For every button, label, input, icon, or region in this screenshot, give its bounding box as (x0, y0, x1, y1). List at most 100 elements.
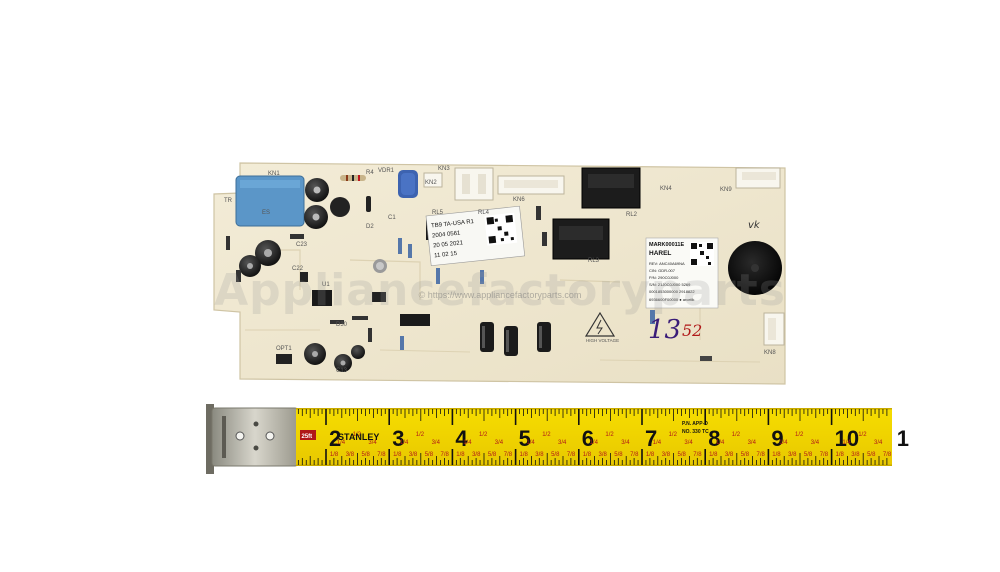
tape-sixteenth-label: 5/8 (867, 452, 876, 458)
silkscreen-labels: TR KN1 R4 VDR1 KN3 KN2 KN6 KN4 KN9 RL5 R… (224, 166, 776, 374)
silk-rl3: RL3 (588, 258, 600, 264)
tape-sixteenth-label: 1/8 (583, 452, 592, 458)
silk-kn3: KN3 (438, 166, 450, 172)
white-connectors (423, 167, 785, 346)
silk-opt1: OPT1 (276, 346, 292, 352)
label-left-line4: 11 02 15 (434, 251, 458, 259)
board-label-right: MARK00011E HAREL REV: ANC40A69NA CIN: GD… (645, 237, 719, 309)
silk-d2: D2 (366, 224, 374, 230)
varistor-vdr1 (398, 170, 418, 198)
black-capacitors-bottom (400, 314, 551, 356)
tape-sixteenth-label: 5/8 (488, 452, 497, 458)
tape-inch-number-partial: 1 (897, 426, 909, 451)
tape-fraction-label: 1/2 (479, 432, 488, 438)
tape-sixteenth-label: 3/8 (725, 452, 734, 458)
tape-inch-number: 9 (771, 426, 783, 451)
silk-rl2: RL2 (626, 212, 638, 218)
tape-sixteenth-label: 3/8 (788, 452, 797, 458)
label-left-line1: TB9 TA-USA R1 (431, 219, 475, 230)
buzzer (728, 241, 782, 295)
label-left-line3: 20 05 2021 (433, 240, 464, 249)
label-right-line6: 6936600F00000 ● arcelik (649, 297, 694, 302)
tape-sixteenth-label: 7/8 (441, 452, 450, 458)
tape-fraction-label: 1/4 (716, 440, 725, 446)
silk-c22: C22 (292, 266, 304, 272)
tape-fraction-labels: 1/4 1/2 3/4 1/8 3/8 5/8 7/8 1/4 1/2 3/4 1/8 3/8 5/8 7… (330, 432, 892, 458)
tape-sixteenth-label: 3/8 (472, 452, 481, 458)
tape-fraction-label: 1/4 (590, 440, 599, 446)
silk-kn9: KN9 (720, 187, 732, 193)
tape-sixteenth-label: 5/8 (362, 452, 371, 458)
tape-fraction-label: 1/4 (463, 440, 472, 446)
tape-sixteenth-label: 1/8 (393, 452, 402, 458)
tape-sixteenth-label: 7/8 (693, 452, 702, 458)
tape-fraction-label: 1/4 (779, 440, 788, 446)
tape-sixteenth-label: 7/8 (504, 452, 513, 458)
tape-inch-number: 8 (708, 426, 720, 451)
tape-inch-number: 4 (455, 426, 468, 451)
board-label-left: TB9 TA-USA R1 2004 0561 20 05 2021 11 02… (425, 205, 526, 267)
tape-fraction-label: 1/4 (842, 440, 851, 446)
control-board: ES (213, 162, 786, 385)
tape-fraction-label: 1/4 (400, 440, 409, 446)
silk-d30: D30 (336, 322, 348, 328)
silk-high-voltage: HIGH VOLTAGE (586, 338, 619, 343)
tape-fraction-label: 3/4 (748, 440, 757, 446)
tape-sixteenth-label: 1/8 (520, 452, 529, 458)
silk-c23: C23 (296, 242, 308, 248)
tape-sixteenth-label: 5/8 (804, 452, 813, 458)
tape-25ft-badge (300, 430, 316, 440)
tape-ticks (297, 409, 888, 465)
tape-sixteenth-label: 5/8 (741, 452, 750, 458)
tape-fraction-label: 3/4 (368, 440, 377, 446)
label-right-line4: S/N: 21J0C0J000 5269 (649, 282, 691, 287)
high-voltage-warning-icon (584, 311, 616, 337)
label-right-line3: P/N: 290C0J000 (649, 275, 679, 280)
handwritten-code: 52 (682, 321, 702, 340)
tape-fraction-label: 1/4 (337, 440, 346, 446)
tape-sixteenth-label: 1/8 (772, 452, 781, 458)
tape-sixteenth-label: 3/8 (535, 452, 544, 458)
tape-fraction-label: 1/2 (605, 432, 614, 438)
tape-fraction-label: 3/4 (684, 440, 693, 446)
label-right-brand: HAREL (649, 250, 671, 257)
tape-sixteenth-label: 3/8 (662, 452, 671, 458)
tape-fraction-label: 1/2 (858, 432, 867, 438)
tape-sixteenth-label: 5/8 (614, 452, 623, 458)
silk-c13: C13 (336, 368, 348, 374)
tape-inch-number: 7 (645, 426, 657, 451)
tape-fraction-label: 1/4 (653, 440, 662, 446)
silk-kn2: KN2 (425, 180, 437, 186)
tape-sixteenth-label: 3/8 (346, 452, 355, 458)
tape-stamp-line2: NO. 330 TC (682, 429, 709, 435)
tape-sixteenth-label: 3/8 (409, 452, 418, 458)
tape-fraction-label: 3/4 (811, 440, 820, 446)
small-components (226, 175, 712, 364)
tape-fraction-label: 3/4 (558, 440, 567, 446)
tape-25ft-mark: 25ft (302, 434, 313, 440)
label-right-line2: CIN: GDR-007 (649, 268, 676, 273)
tape-fraction-label: 3/4 (495, 440, 504, 446)
tape-sixteenth-label: 7/8 (757, 452, 766, 458)
tape-inch-number: 5 (519, 426, 531, 451)
handwritten-marks: 13 52 vk (648, 220, 761, 345)
tape-sixteenth-label: 1/8 (456, 452, 465, 458)
tape-sixteenth-label: 1/8 (836, 452, 845, 458)
silk-rl4: RL4 (478, 210, 490, 216)
silk-kn6: KN6 (513, 197, 525, 203)
tape-hook (206, 404, 299, 474)
silk-tr: TR (224, 198, 233, 204)
tape-inch-number: 3 (392, 426, 404, 451)
silk-r4: R4 (366, 170, 374, 176)
handwritten-number: 13 (648, 315, 681, 345)
tape-fraction-label: 1/4 (526, 440, 535, 446)
tape-sixteenth-label: 1/8 (646, 452, 655, 458)
tape-sixteenth-label: 1/8 (709, 452, 718, 458)
tape-sixteenth-label: 5/8 (678, 452, 687, 458)
tape-fraction-label: 1/2 (669, 432, 678, 438)
tape-sixteenth-label: 5/8 (425, 452, 434, 458)
blue-x-capacitor: ES (235, 175, 305, 227)
